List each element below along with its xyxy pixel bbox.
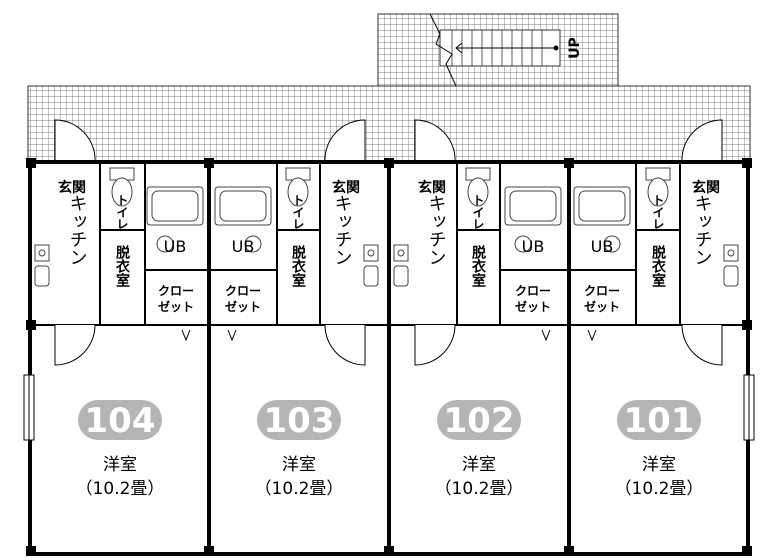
unit-number: 102 (444, 401, 515, 441)
unit-number-badge (257, 400, 341, 440)
stove-burner (367, 249, 375, 257)
closet-label-line1: クロー (158, 284, 194, 298)
kitchen-sink-icon (34, 265, 50, 287)
corridor (27, 85, 751, 163)
room-area: （10.2畳） (255, 479, 344, 499)
closet-label-line2: ゼット (584, 299, 620, 314)
bathtub-inner (151, 190, 199, 222)
bathtub-inner (509, 190, 557, 222)
bath-label: UB (591, 237, 614, 256)
toilet-label: トイレ (291, 194, 305, 230)
bath-label: UB (522, 237, 545, 256)
genkan-label: 玄関 (332, 179, 360, 196)
stove-icon (723, 244, 739, 262)
room-name: 洋室 (642, 455, 676, 475)
room-area: （10.2畳） (615, 479, 704, 499)
closet-label-line2: ゼット (225, 299, 261, 314)
toilet-label: トイレ (651, 194, 665, 230)
stair-up-label: UP (567, 37, 583, 59)
stove-icon (34, 244, 50, 262)
closet-door-markers (181, 329, 597, 342)
genkan-label: 玄関 (58, 179, 86, 196)
kitchen-sink-icon (393, 265, 409, 287)
stove-burner (397, 249, 405, 257)
stair-break-line (429, 13, 457, 87)
unit-number: 101 (624, 401, 695, 441)
dressing-room-label: 脱衣室 (470, 244, 486, 287)
closet-label-line1: クロー (515, 284, 551, 298)
toilet-label: トイレ (471, 194, 485, 230)
room-door-swings (54, 324, 723, 366)
toilet-bowl-icon (111, 177, 133, 207)
side-windows (23, 374, 755, 441)
bathtub-inner (578, 190, 626, 222)
bath-label: UB (232, 237, 255, 256)
stairs: UP (377, 13, 619, 87)
kitchen-label: キッチン (692, 194, 713, 266)
closet-label-line1: クロー (584, 284, 620, 298)
unit-number-badge (437, 400, 521, 440)
unit-number-badge (617, 400, 701, 440)
washbasin-icon (244, 235, 262, 253)
dressing-room-label: 脱衣室 (114, 244, 130, 287)
closet-label-line1: クロー (225, 284, 261, 298)
kitchen-label: キッチン (426, 194, 447, 266)
kitchen-label: キッチン (332, 194, 353, 266)
toilet-label: トイレ (115, 194, 129, 230)
room-area: （10.2畳） (76, 479, 165, 499)
kitchen-sink-icon (363, 265, 379, 287)
washbasin-icon (603, 235, 621, 253)
genkan-label: 玄関 (418, 179, 446, 196)
closet-label-line2: ゼット (158, 299, 194, 314)
unit-number: 103 (264, 401, 335, 441)
closet-label-line2: ゼット (515, 299, 551, 314)
stove-burner (727, 249, 735, 257)
stove-burner (38, 249, 46, 257)
toilet-bowl-icon (647, 177, 669, 207)
stove-icon (393, 244, 409, 262)
dressing-room-label: 脱衣室 (650, 244, 666, 287)
unit-number-badge (78, 400, 162, 440)
room-area: （10.2畳） (435, 479, 524, 499)
room-name: 洋室 (282, 455, 316, 475)
kitchen-sink-icon (723, 265, 739, 287)
genkan-label: 玄関 (692, 179, 720, 196)
dressing-room-label: 脱衣室 (290, 244, 306, 287)
washbasin-icon (156, 235, 174, 253)
up-arrow-icon (455, 42, 559, 54)
unit-number: 104 (85, 401, 156, 441)
room-name: 洋室 (462, 455, 496, 475)
washbasin-icon (514, 235, 532, 253)
column-posts (26, 158, 752, 556)
bath-label: UB (164, 237, 187, 256)
room-name: 洋室 (103, 455, 137, 475)
stove-icon (363, 244, 379, 262)
bathtub-inner (219, 190, 267, 222)
toilet-bowl-icon (287, 177, 309, 207)
kitchen-label: キッチン (67, 194, 88, 266)
toilet-bowl-icon (467, 177, 489, 207)
entrance-door-swings (54, 119, 723, 163)
